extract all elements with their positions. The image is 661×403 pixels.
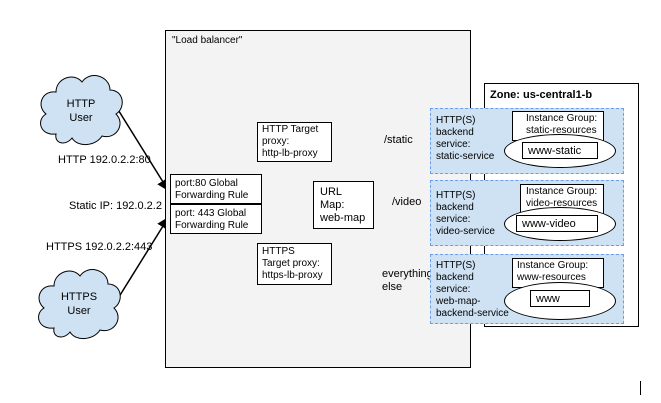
https-user-label: HTTPS User xyxy=(60,291,98,317)
url-map-label: URL Map: web-map xyxy=(320,186,366,224)
http-forwarding-rule-label: port:80 Global Forwarding Rule xyxy=(175,178,249,201)
http-target-proxy-label: HTTP Target proxy: http-lb-proxy xyxy=(262,124,319,159)
web-map-backend-service-label: HTTP(S) backend service: web-map- backen… xyxy=(436,260,509,319)
https-forwarding-rule: port: 443 Global Forwarding Rule xyxy=(170,204,262,234)
https-target-proxy-label: HTTPS Target proxy: https-lb-proxy xyxy=(262,246,323,281)
video-instance-group-label: Instance Group: video-resources xyxy=(526,186,598,209)
https-target-proxy: HTTPS Target proxy: https-lb-proxy xyxy=(257,243,332,285)
https-user-cloud-icon xyxy=(38,269,121,339)
https-ip-label: HTTPS 192.0.2.2:443 xyxy=(46,241,153,253)
static-backend-service-label: HTTP(S) backend service: static-service xyxy=(436,115,495,162)
load-balancer-title: "Load balancer" xyxy=(172,35,243,46)
static-ip-label: Static IP: 192.0.2.2 xyxy=(69,200,162,212)
www-static-instance: www-static xyxy=(522,142,598,159)
video-path-label: /video xyxy=(392,196,422,208)
http-target-proxy: HTTP Target proxy: http-lb-proxy xyxy=(257,122,332,162)
url-map: URL Map: web-map xyxy=(313,181,374,229)
http-ip-label: HTTP 192.0.2.2:80 xyxy=(58,154,151,166)
everything-else-label: everything else xyxy=(382,268,433,293)
https-forwarding-rule-label: port: 443 Global Forwarding Rule xyxy=(175,208,249,231)
www-video-instance: www-video xyxy=(516,215,598,232)
video-backend-service-label: HTTP(S) backend service: video-service xyxy=(436,190,495,237)
www-instance-group-label: Instance Group: www-resources xyxy=(517,260,589,283)
http-forwarding-rule: port:80 Global Forwarding Rule xyxy=(170,174,262,204)
text-cursor xyxy=(640,381,641,395)
www-instance: www xyxy=(530,290,590,307)
http-user-to-forwarding-arrow xyxy=(116,107,169,192)
https-user-to-forwarding-arrow xyxy=(116,216,169,301)
static-path-label: /static xyxy=(384,134,413,146)
http-user-label: HTTP User xyxy=(66,98,96,124)
zone-title: Zone: us-central1-b xyxy=(490,89,593,101)
static-instance-group-label: Instance Group: static-resources xyxy=(526,113,598,136)
http-user-cloud-icon xyxy=(40,75,123,145)
